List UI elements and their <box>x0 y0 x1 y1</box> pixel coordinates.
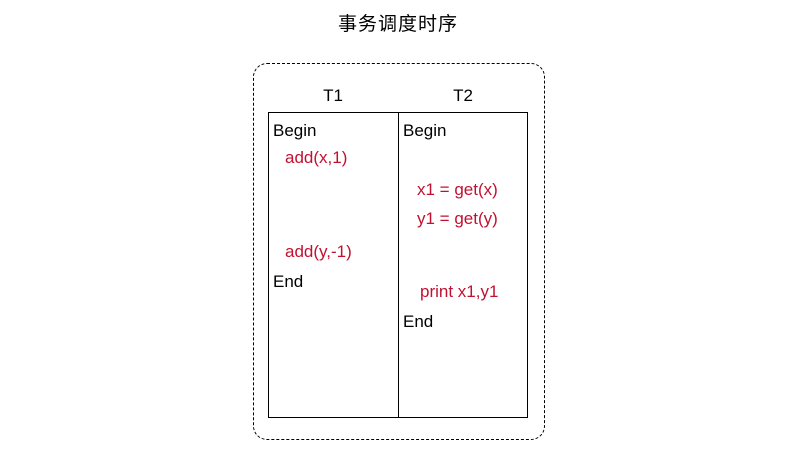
column-headers: T1 T2 <box>268 85 528 107</box>
schedule-operation: add(x,1) <box>285 148 348 167</box>
schedule-operation: y1 = get(y) <box>417 209 498 228</box>
schedule-operation: print x1,y1 <box>420 282 499 301</box>
schedule-operation: add(y,-1) <box>285 242 352 261</box>
schedule-operation: x1 = get(x) <box>417 180 498 199</box>
schedule-outer-box: T1 T2 Begin add(x,1) add(y,-1) End Begin x1 … <box>253 63 545 440</box>
schedule-control: Begin <box>403 121 447 140</box>
schedule-control: Begin <box>273 121 317 140</box>
schedule-control: End <box>273 272 304 291</box>
column-header-t2: T2 <box>453 86 473 105</box>
diagram-title: 事务调度时序 <box>337 14 458 35</box>
column-header-t1: T1 <box>323 86 343 105</box>
column-t1: Begin add(x,1) add(y,-1) End <box>269 113 398 417</box>
schedule-control: End <box>403 312 434 331</box>
schedule-table: Begin add(x,1) add(y,-1) End Begin x1 = get(… <box>268 112 528 418</box>
